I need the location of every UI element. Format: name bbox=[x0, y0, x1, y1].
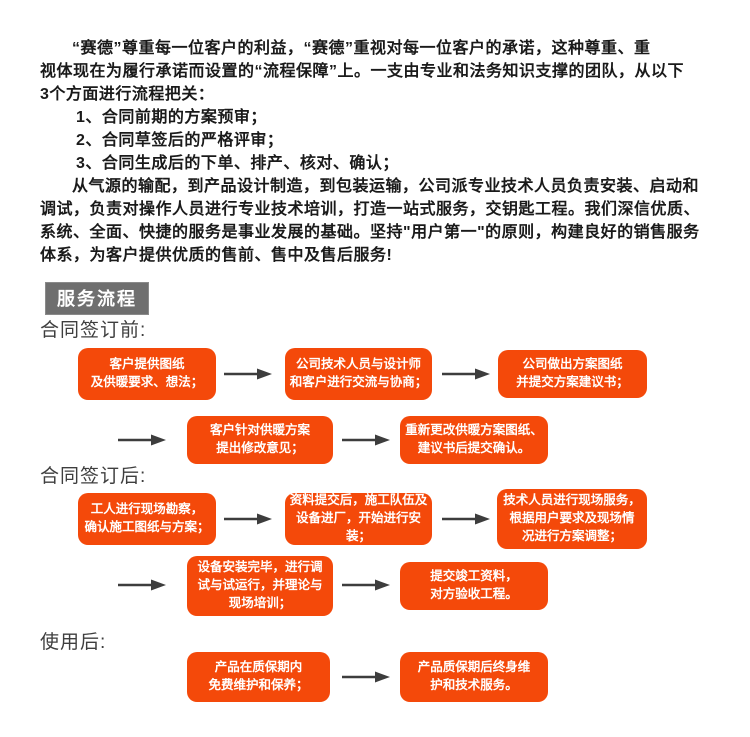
arrow-right-icon bbox=[442, 368, 490, 380]
list-item: 3、合同生成后的下单、排产、核对、确认； bbox=[76, 155, 399, 172]
flow-box-post-4: 设备安装完毕，进行调 试与试运行，并理论与 现场培训； bbox=[187, 556, 333, 616]
flow-box-after-1: 产品在质保期内 免费维护和保养； bbox=[187, 652, 330, 702]
flow-box-post-2: 资料提交后，施工队伍及 设备进厂，开始进行安装； bbox=[285, 493, 432, 545]
intro-paragraph-1: “赛德”尊重每一位客户的利益，“赛德”重视对每一位客户的承诺，这种尊重、重 视体… bbox=[40, 40, 685, 103]
flow-box-post-3: 技术人员进行现场服务， 根据用户要求及现场情 况进行方案调整； bbox=[497, 489, 647, 549]
arrow-right-icon bbox=[224, 513, 272, 525]
flow-box-pre-2: 公司技术人员与设计师 和客户进行交流与协商； bbox=[285, 348, 432, 400]
list-item: 2、合同草签后的严格评审； bbox=[76, 132, 284, 149]
arrow-right-icon bbox=[118, 434, 166, 446]
arrow-right-icon bbox=[342, 434, 390, 446]
flow-box-post-1: 工人进行现场勘察， 确认施工图纸与方案； bbox=[78, 493, 216, 545]
intro-paragraph-2: 从气源的输配，到产品设计制造，到包装运输，公司派专业技术人员负责安装、启动和 调… bbox=[40, 178, 701, 264]
list-item: 1、合同前期的方案预审； bbox=[76, 109, 267, 126]
arrow-right-icon bbox=[118, 579, 166, 591]
flow-box-post-5: 提交竣工资料， 对方验收工程。 bbox=[400, 562, 548, 610]
gate-check-list: 1、合同前期的方案预审； 2、合同草签后的严格评审； 3、合同生成后的下单、排产… bbox=[40, 106, 710, 175]
flow-heading-pre-contract: 合同签订前: bbox=[40, 320, 147, 341]
section-title-badge: 服务流程 bbox=[45, 282, 149, 315]
intro-section: “赛德”尊重每一位客户的利益，“赛德”重视对每一位客户的承诺，这种尊重、重 视体… bbox=[0, 0, 750, 267]
flow-box-pre-4: 客户针对供暖方案 提出修改意见； bbox=[187, 416, 333, 464]
flow-heading-after-use: 使用后: bbox=[40, 632, 107, 653]
arrow-right-icon bbox=[342, 579, 390, 591]
arrow-right-icon bbox=[442, 513, 490, 525]
arrow-right-icon bbox=[224, 368, 272, 380]
flow-box-pre-5: 重新更改供暖方案图纸、 建议书后提交确认。 bbox=[400, 416, 548, 464]
flow-heading-post-contract: 合同签订后: bbox=[40, 466, 147, 487]
flow-box-pre-3: 公司做出方案图纸 并提交方案建议书； bbox=[498, 350, 647, 398]
flow-box-after-2: 产品质保期后终身维 护和技术服务。 bbox=[400, 652, 548, 702]
arrow-right-icon bbox=[342, 671, 390, 683]
flow-box-pre-1: 客户提供图纸 及供暖要求、想法； bbox=[78, 348, 216, 400]
